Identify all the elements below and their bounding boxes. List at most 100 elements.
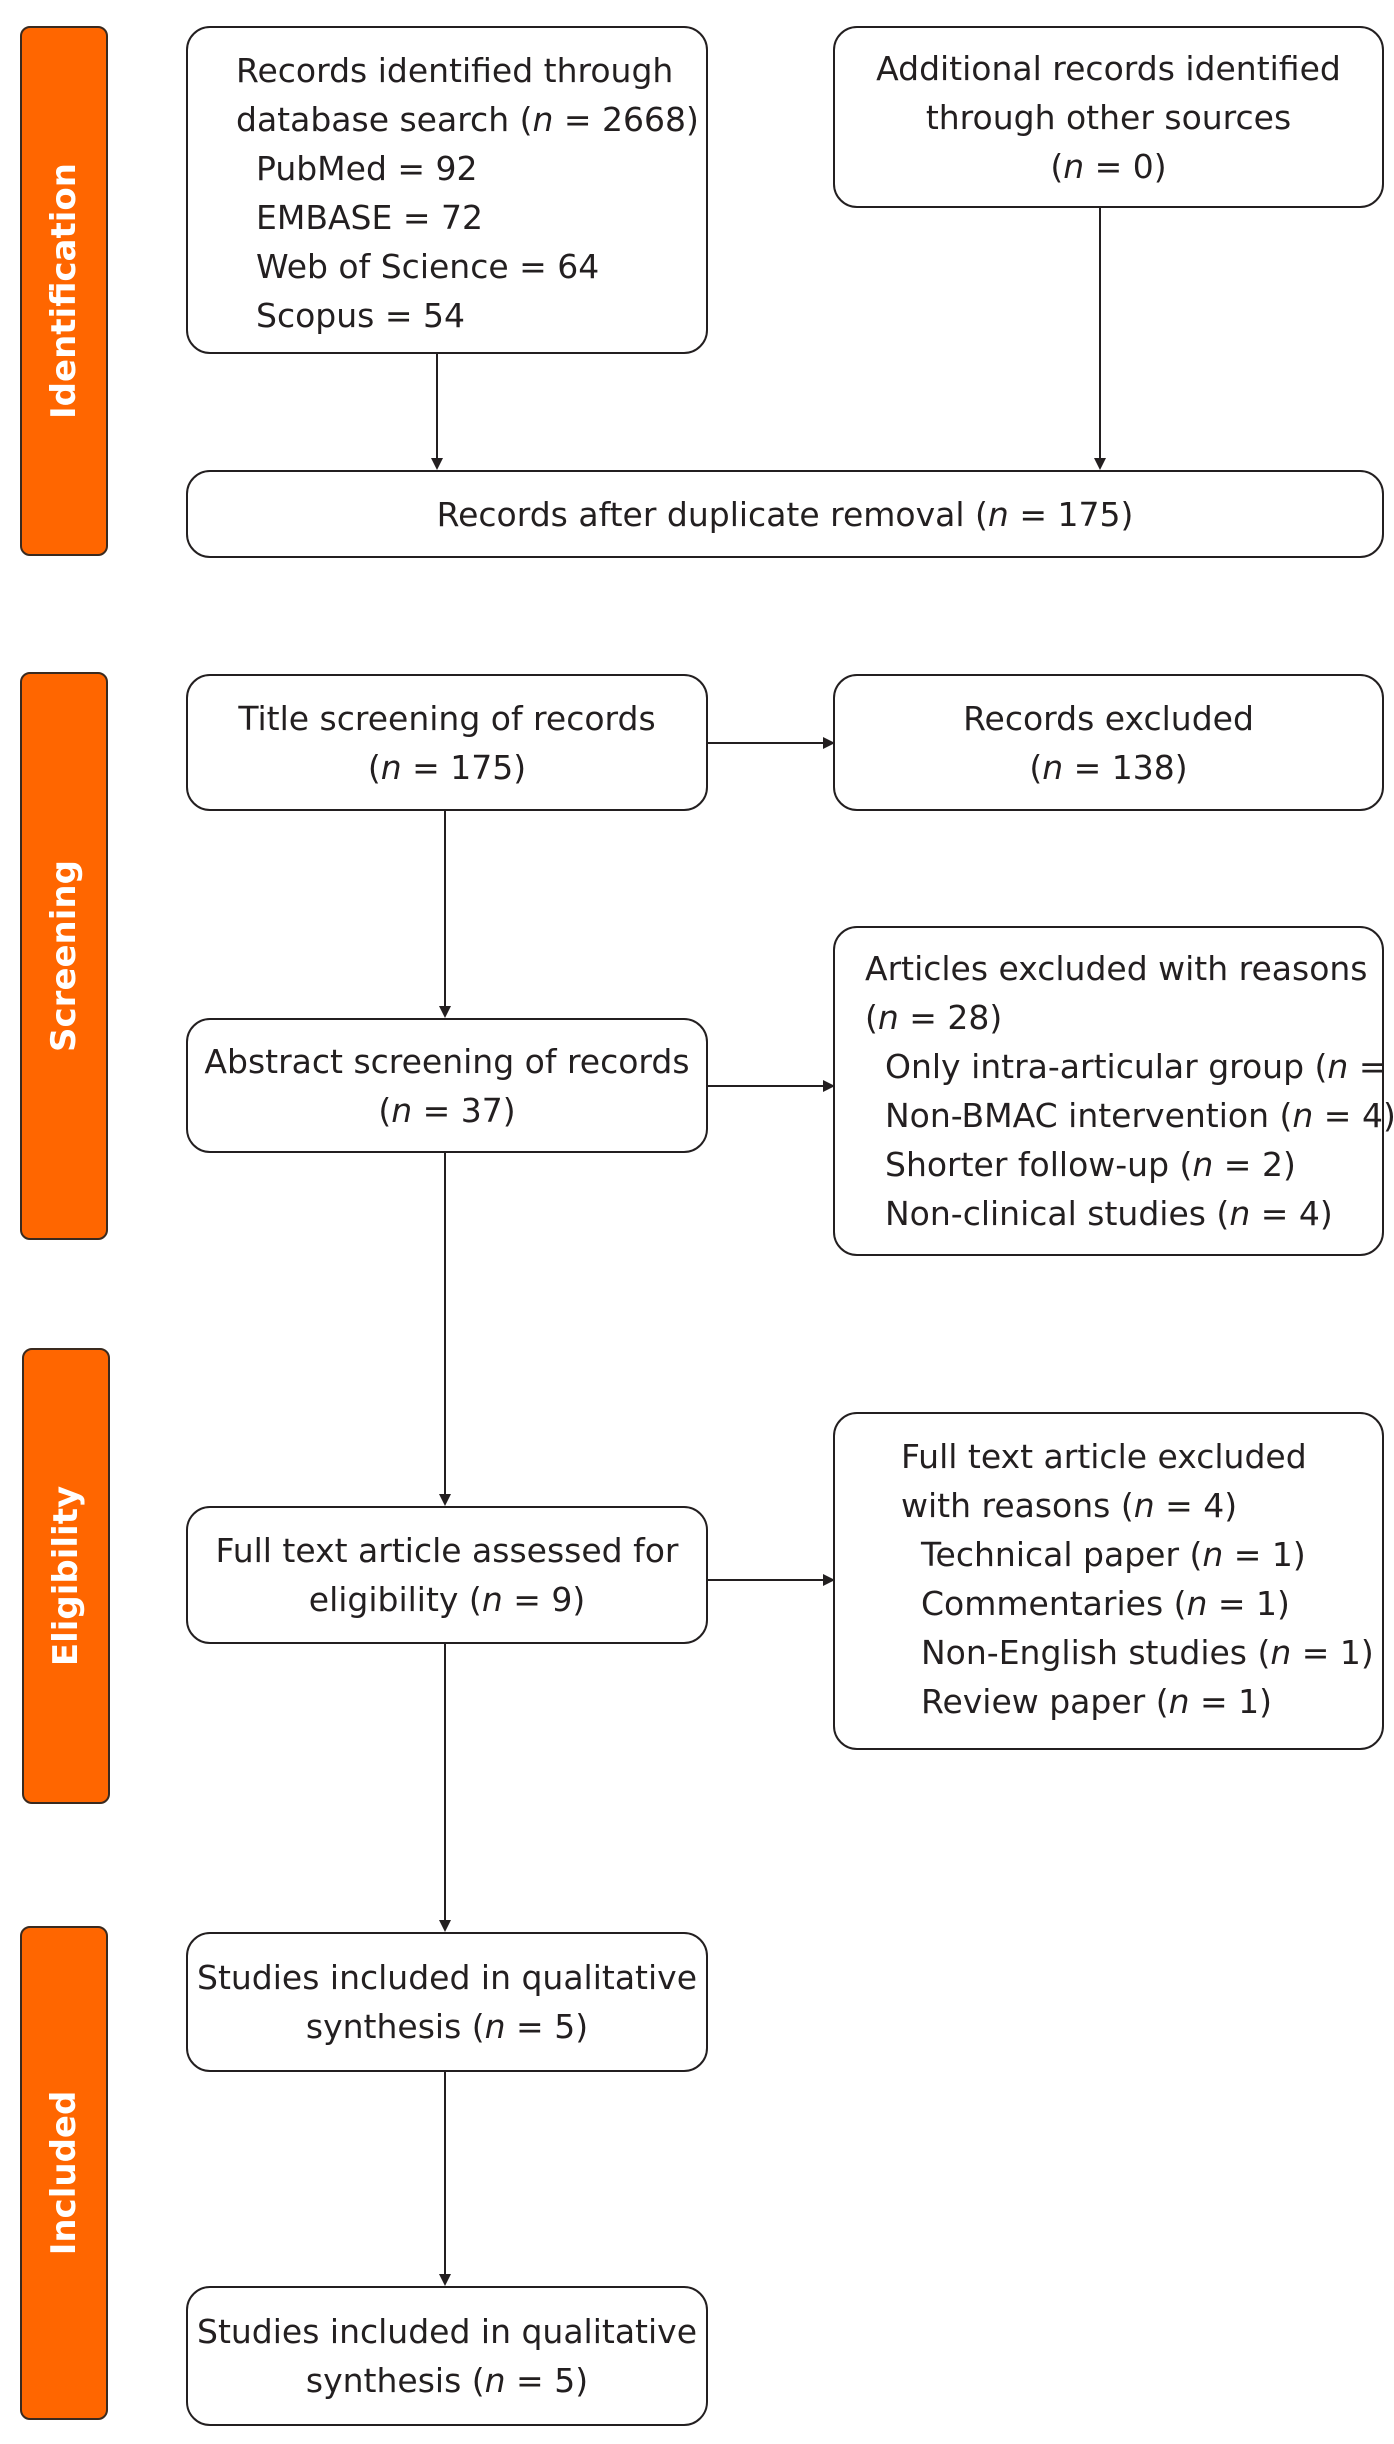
line-count: = 1) bbox=[1291, 1633, 1374, 1672]
line-count: = 2668) bbox=[553, 100, 699, 139]
line-text: ( bbox=[1050, 146, 1064, 186]
line-count: = 0) bbox=[1084, 146, 1167, 186]
n-symbol: n bbox=[1229, 1194, 1251, 1233]
n-symbol: n bbox=[1063, 146, 1085, 186]
records-excluded-box: Records excluded (n = 138) bbox=[833, 674, 1384, 811]
line-text: Records identified through bbox=[236, 51, 674, 90]
box-line: Non-BMAC intervention (n = 4) bbox=[865, 1091, 1394, 1140]
box-line: Commentaries (n = 1) bbox=[901, 1579, 1382, 1628]
line-text: ( bbox=[367, 747, 381, 787]
line-text: Web of Science = 64 bbox=[256, 247, 600, 286]
box-line: Records excluded bbox=[835, 694, 1382, 743]
n-symbol: n bbox=[1133, 1486, 1155, 1525]
n-symbol: n bbox=[1168, 1682, 1190, 1721]
box-line: synthesis (n = 5) bbox=[188, 2002, 706, 2051]
box-line: (n = 175) bbox=[188, 743, 706, 792]
line-text: Studies included in qualitative bbox=[197, 1958, 697, 1997]
n-symbol: n bbox=[380, 747, 402, 787]
n-symbol: n bbox=[1327, 1047, 1349, 1086]
n-symbol: n bbox=[391, 1090, 413, 1130]
line-count: = 4) bbox=[1154, 1486, 1238, 1525]
line-text: eligibility ( bbox=[308, 1580, 482, 1619]
line-count: = 175) bbox=[401, 747, 527, 787]
included-box-1: Studies included in qualitative synthesis… bbox=[186, 1932, 708, 2072]
line-text: ( bbox=[378, 1090, 392, 1130]
box-line: (n = 37) bbox=[188, 1086, 706, 1135]
stage-bar-screening: Screening bbox=[20, 672, 108, 1240]
line-text: database search ( bbox=[236, 100, 533, 139]
box-line: Abstract screening of records bbox=[188, 1037, 706, 1086]
box-line: synthesis (n = 5) bbox=[188, 2356, 706, 2405]
box-line: Review paper (n = 1) bbox=[901, 1677, 1382, 1726]
stage-label-included: Included bbox=[44, 2090, 84, 2256]
box-line: Additional records identified bbox=[835, 44, 1382, 93]
n-symbol: n bbox=[484, 2007, 506, 2046]
box-line: Web of Science = 64 bbox=[236, 242, 706, 291]
box-line: Non-clinical studies (n = 4) bbox=[865, 1189, 1382, 1238]
line-text: Full text article assessed for bbox=[215, 1531, 679, 1570]
box-line: database search (n = 2668) bbox=[236, 95, 706, 144]
line-count: = 1) bbox=[1189, 1682, 1273, 1721]
line-count: = 138) bbox=[1063, 747, 1188, 787]
line-text: Studies included in qualitative bbox=[197, 2312, 697, 2351]
box-line: Only intra-articular group (n = 18) bbox=[865, 1042, 1394, 1091]
included-box-2: Studies included in qualitative synthesis… bbox=[186, 2286, 708, 2426]
line-text: Records excluded bbox=[963, 698, 1254, 738]
line-text: with reasons ( bbox=[901, 1486, 1134, 1525]
line-count: = 4) bbox=[1250, 1194, 1333, 1233]
stage-label-identification: Identification bbox=[44, 163, 84, 419]
line-text: Full text article excluded bbox=[901, 1437, 1307, 1476]
n-symbol: n bbox=[484, 2361, 506, 2400]
n-symbol: n bbox=[987, 494, 1009, 534]
box-line: Records identified through bbox=[236, 46, 706, 95]
line-text: Non-clinical studies ( bbox=[885, 1194, 1230, 1233]
n-symbol: n bbox=[1270, 1633, 1292, 1672]
box-line: Technical paper (n = 1) bbox=[901, 1530, 1382, 1579]
line-text: Commentaries ( bbox=[921, 1584, 1187, 1623]
line-text: Shorter follow-up ( bbox=[885, 1145, 1193, 1184]
after-duplicates-box: Records after duplicate removal (n = 175… bbox=[186, 470, 1384, 558]
stage-bar-included: Included bbox=[20, 1926, 108, 2420]
n-symbol: n bbox=[877, 998, 899, 1037]
line-count: = 4) bbox=[1313, 1096, 1394, 1135]
line-count: = 5) bbox=[505, 2361, 589, 2400]
box-line: Full text article excluded bbox=[901, 1432, 1382, 1481]
line-text: EMBASE = 72 bbox=[256, 198, 483, 237]
line-count: = 37) bbox=[412, 1090, 516, 1130]
box-line: Scopus = 54 bbox=[236, 291, 706, 340]
line-count: = 5) bbox=[505, 2007, 589, 2046]
box-line: (n = 28) bbox=[865, 993, 1382, 1042]
n-symbol: n bbox=[481, 1580, 503, 1619]
box-line: with reasons (n = 4) bbox=[901, 1481, 1382, 1530]
n-symbol: n bbox=[1202, 1535, 1224, 1574]
n-symbol: n bbox=[532, 100, 554, 139]
line-text: Non-English studies ( bbox=[921, 1633, 1271, 1672]
line-text: Title screening of records bbox=[238, 698, 656, 738]
line-count: = 2) bbox=[1213, 1145, 1296, 1184]
records-identified-box: Records identified through database searc… bbox=[186, 26, 708, 354]
line-count: = 1) bbox=[1207, 1584, 1290, 1623]
line-count: = 18) bbox=[1358, 1047, 1394, 1086]
stage-bar-identification: Identification bbox=[20, 26, 108, 556]
line-text: ( bbox=[865, 998, 878, 1037]
box-line: Studies included in qualitative bbox=[188, 1953, 706, 2002]
box-line: Non-English studies (n = 1) bbox=[901, 1628, 1382, 1677]
full-text-assessed-box: Full text article assessed for eligibilit… bbox=[186, 1506, 708, 1644]
title-screening-box: Title screening of records (n = 175) bbox=[186, 674, 708, 811]
n-symbol: n bbox=[1186, 1584, 1208, 1623]
line-text: Scopus = 54 bbox=[256, 296, 465, 335]
stage-bar-eligibility: Eligibility bbox=[22, 1348, 110, 1804]
box-line: eligibility (n = 9) bbox=[188, 1575, 706, 1624]
box-line: Full text article assessed for bbox=[188, 1526, 706, 1575]
box-line: Shorter follow-up (n = 2) bbox=[865, 1140, 1382, 1189]
line-count: = 28) bbox=[898, 998, 1003, 1037]
box-line: Studies included in qualitative bbox=[188, 2307, 706, 2356]
line-text: Only intra-articular group ( bbox=[885, 1047, 1328, 1086]
box-line: through other sources bbox=[835, 93, 1382, 142]
n-symbol: n bbox=[1042, 747, 1064, 787]
line-text: PubMed = 92 bbox=[256, 149, 478, 188]
line-text: ( bbox=[1029, 747, 1043, 787]
stage-label-screening: Screening bbox=[44, 860, 84, 1052]
articles-excluded-box: Articles excluded with reasons(n = 28)On… bbox=[833, 926, 1394, 1256]
